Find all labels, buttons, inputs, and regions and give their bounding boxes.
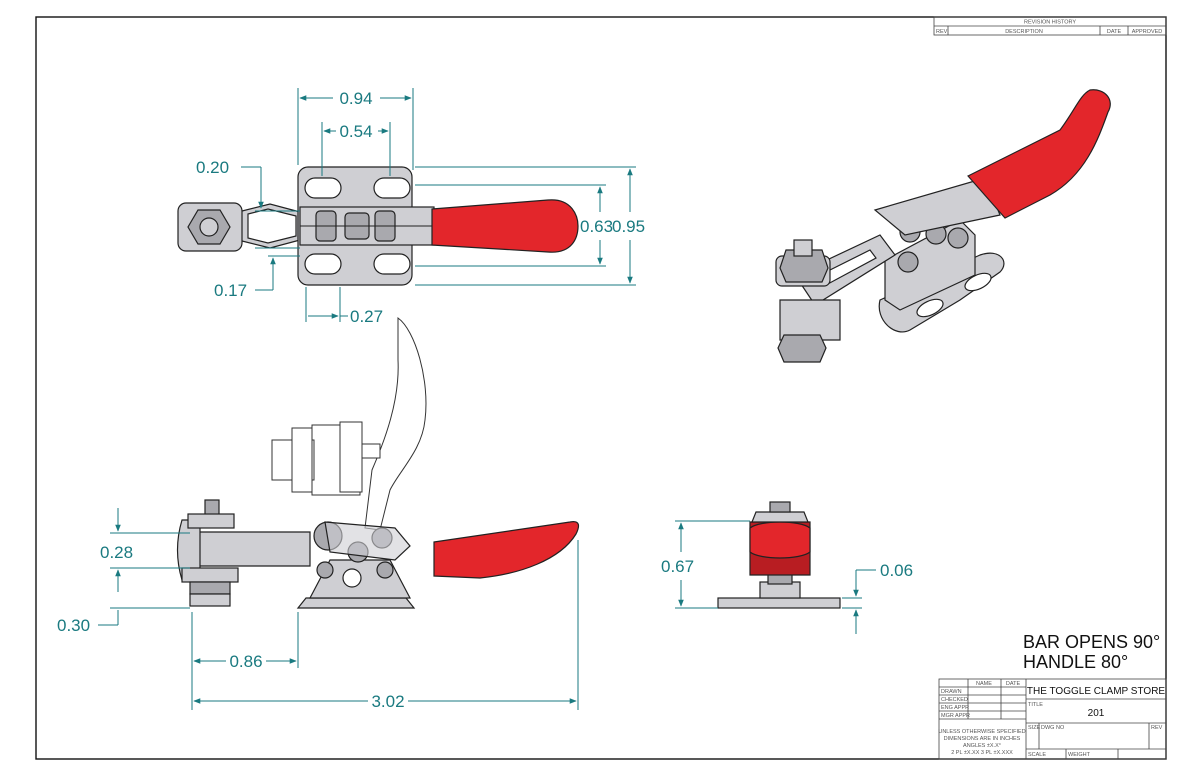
revision-date-header: DATE — [1107, 29, 1122, 35]
revision-rev-header: REV — [936, 29, 948, 35]
tb-col-date: DATE — [1006, 681, 1021, 687]
note-handle: HANDLE 80° — [1023, 652, 1128, 672]
dim-3.02: 3.02 — [371, 692, 404, 711]
tb-tolerance-3: ANGLES ±X.X° — [963, 743, 1001, 749]
dim-0.67: 0.67 — [661, 557, 694, 576]
tb-row-drawn: DRAWN — [941, 689, 962, 695]
dim-0.95: 0.95 — [612, 217, 645, 236]
tb-rev: REV — [1151, 725, 1163, 731]
side-view-dimensions: 0.28 0.30 0.86 3.02 — [57, 508, 579, 711]
note-bar-opens: BAR OPENS 90° — [1023, 632, 1160, 652]
isometric-view — [775, 89, 1111, 363]
tb-scale: SCALE — [1028, 752, 1046, 758]
tb-row-checked: CHECKED — [941, 697, 968, 703]
tb-row-eng-appr: ENG APPR — [941, 705, 969, 711]
tb-title-value: 201 — [1088, 708, 1105, 719]
tb-col-name: NAME — [976, 681, 992, 687]
dim-0.63: 0.63 — [580, 217, 613, 236]
dim-0.20: 0.20 — [196, 158, 229, 177]
revision-description-header: DESCRIPTION — [1005, 29, 1043, 35]
dim-0.54: 0.54 — [339, 122, 372, 141]
tb-tolerance-1: UNLESS OTHERWISE SPECIFIED — [938, 729, 1025, 735]
revision-block: REVISION HISTORY REV DESCRIPTION DATE AP… — [933, 16, 1167, 36]
end-view — [717, 501, 841, 609]
side-view — [176, 317, 580, 609]
tb-title-label: TITLE — [1028, 702, 1043, 708]
dim-0.86: 0.86 — [229, 652, 262, 671]
revision-approved-header: APPROVED — [1132, 29, 1163, 35]
top-view — [177, 166, 579, 286]
title-block: NAME DATE DRAWN CHECKED ENG APPR MGR APP… — [938, 678, 1167, 760]
tb-tolerance-4: 2 PL ±X.XX 3 PL ±X.XXX — [951, 750, 1013, 756]
dim-0.30: 0.30 — [57, 616, 90, 635]
tb-dwg-no: DWG NO — [1041, 725, 1065, 731]
tb-row-mgr-appr: MGR APPR — [941, 713, 970, 719]
tb-size: SIZE — [1028, 725, 1041, 731]
revision-title: REVISION HISTORY — [1024, 20, 1076, 26]
dim-0.27: 0.27 — [350, 307, 383, 326]
dim-0.94: 0.94 — [339, 89, 372, 108]
dim-0.06: 0.06 — [880, 561, 913, 580]
tb-tolerance-2: DIMENSIONS ARE IN INCHES — [944, 736, 1021, 742]
dim-0.17: 0.17 — [214, 281, 247, 300]
end-view-dimensions: 0.67 0.06 — [661, 520, 913, 634]
top-view-dimensions: 0.94 0.54 0.20 0.17 0.27 0.63 0 — [196, 88, 645, 326]
dim-0.28: 0.28 — [100, 543, 133, 562]
tb-weight: WEIGHT — [1068, 752, 1091, 758]
sheet-border — [35, 16, 1167, 760]
tb-company: THE TOGGLE CLAMP STORE — [1027, 686, 1166, 697]
